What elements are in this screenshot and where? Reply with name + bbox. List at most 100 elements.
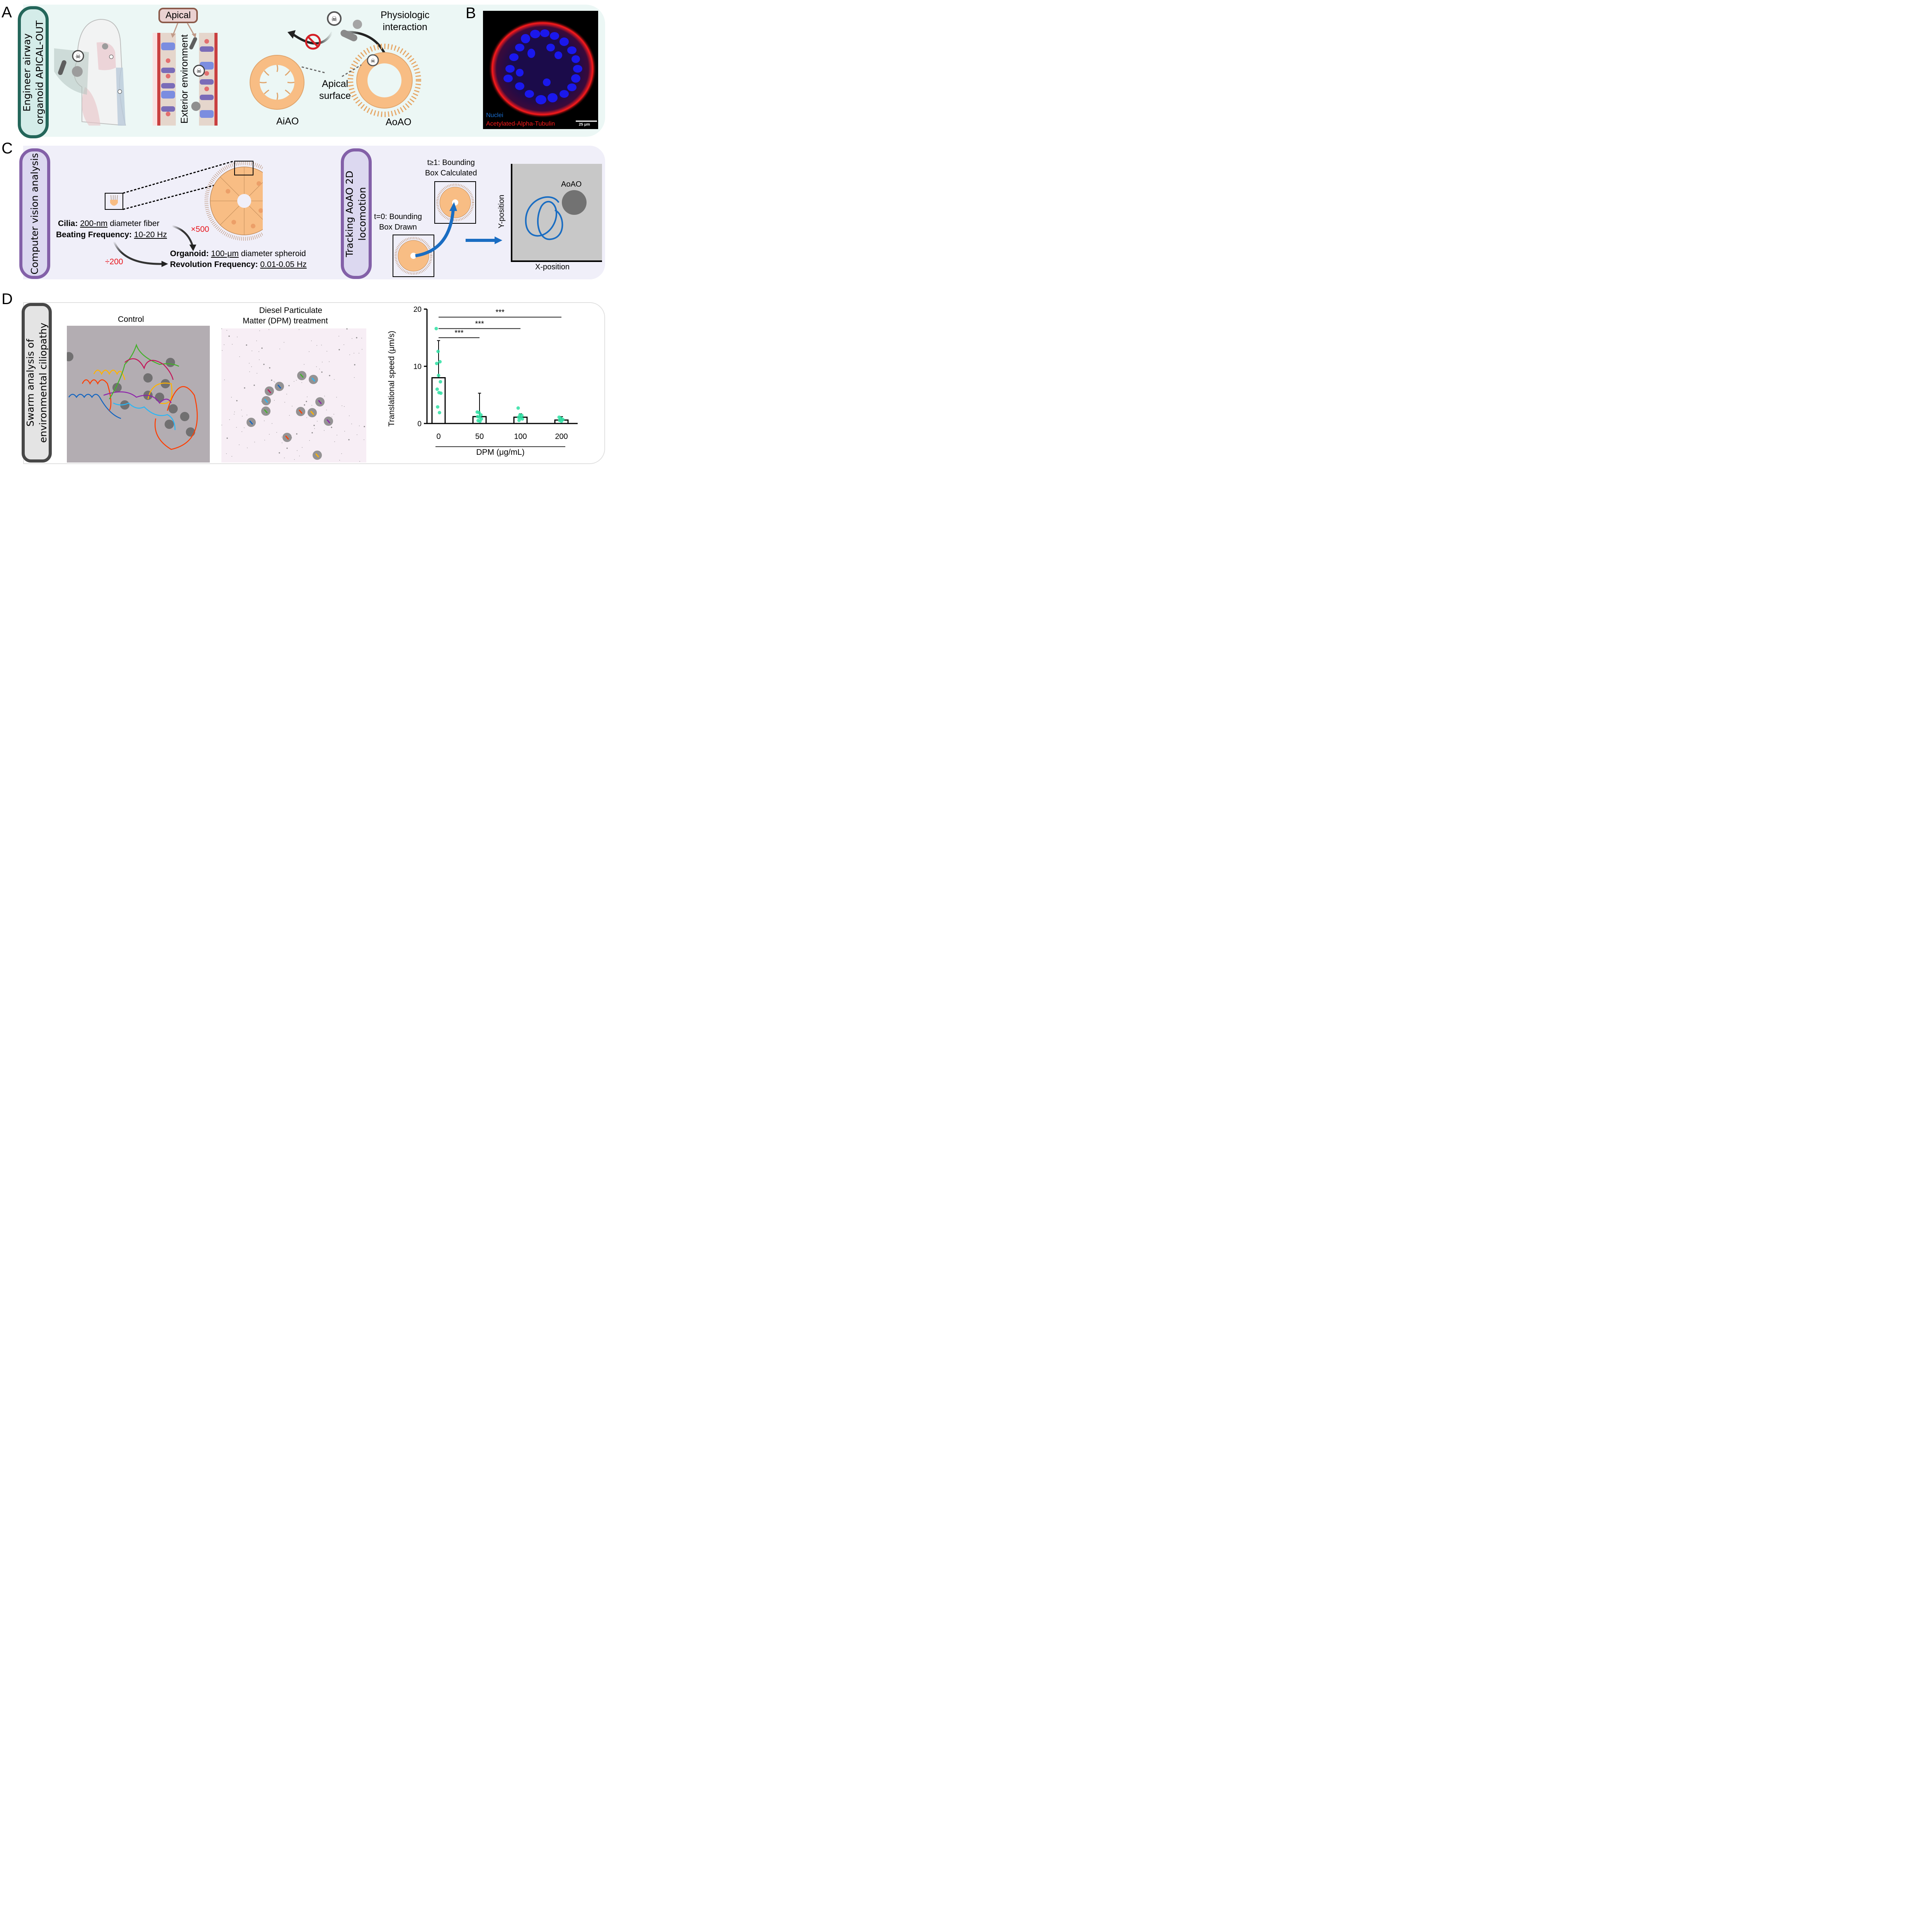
organoid-blob (180, 412, 189, 421)
cilia-bold: Cilia: (58, 219, 78, 228)
debris-dot (334, 379, 335, 380)
aoao-organoid: ☠ (348, 44, 421, 117)
debris-dot (231, 456, 232, 457)
debris-dot (306, 417, 307, 418)
debris-dot (232, 344, 233, 345)
debris-dot (249, 363, 250, 364)
control-trajectories (67, 344, 198, 450)
cilia-text: Cilia: 200-nm diameter fiber (58, 219, 160, 228)
dpm-track (267, 389, 271, 393)
debris-dot (338, 336, 339, 337)
organoid-blob (161, 379, 170, 388)
revolution-frequency-text: Revolution Frequency: 0.01-0.05 Hz (170, 260, 307, 269)
trajectory-4 (103, 391, 172, 404)
organoid-blob (168, 404, 178, 413)
data-point (435, 362, 439, 366)
data-point (516, 406, 520, 410)
debris-dot (306, 401, 307, 402)
t0-line1: t=0: Bounding (374, 213, 422, 221)
debris-dot (226, 437, 228, 439)
debris-dot (276, 432, 277, 433)
track-arrow (466, 236, 502, 244)
dpm-track (311, 378, 315, 382)
rev-bold: Revolution Frequency: (170, 260, 258, 269)
data-point (435, 387, 439, 391)
debris-dot (296, 433, 298, 435)
debris-dot (314, 428, 315, 429)
debris-dot (271, 379, 272, 381)
debris-dot (236, 427, 237, 428)
debris-dot (339, 460, 340, 461)
debris-dot (346, 328, 348, 330)
debris-dot (344, 431, 345, 432)
debris-dot (304, 404, 305, 406)
debris-dot (244, 427, 245, 428)
organoid-blob (186, 427, 195, 437)
beat-value: 10-20 Hz (134, 230, 167, 239)
data-point (439, 380, 442, 384)
dpm-track (277, 384, 281, 389)
debris-dot (226, 453, 227, 454)
trajectory-3 (93, 369, 173, 404)
debris-dot (274, 400, 275, 401)
debris-dot (354, 364, 355, 366)
debris-dot (307, 396, 308, 397)
data-point (436, 405, 440, 409)
confocal-organoid (488, 19, 597, 118)
debris-dot (279, 452, 280, 454)
x-tick-label: 100 (514, 432, 527, 441)
apical-arrows (171, 23, 196, 38)
scale-bar (576, 121, 597, 122)
tracking-trajectory (525, 190, 587, 240)
large-organoid (204, 161, 263, 241)
debris-dot (329, 361, 330, 362)
panel-letter-d: D (2, 291, 13, 308)
debris-dot (228, 335, 230, 337)
trajectory-5 (109, 344, 179, 400)
debris-dot (286, 447, 288, 449)
dpm-track (300, 374, 304, 378)
debris-dot (349, 415, 350, 416)
t1-line1: t≥1: Bounding (427, 158, 475, 167)
debris-dot (348, 439, 350, 440)
dpm-track (264, 399, 268, 403)
debris-dot (317, 421, 318, 422)
debris-dot (296, 380, 297, 381)
dpm-track (327, 419, 330, 423)
data-point (560, 419, 563, 423)
scale-arrows (113, 225, 196, 267)
physiologic-line1: Physiologic (381, 10, 430, 20)
debris-dot (284, 402, 285, 403)
t1-line2: Box Calculated (425, 169, 477, 177)
debris-dot (321, 371, 323, 373)
speed-bar-chart: Translational speed (μm/s) DPM (μg/mL) 0… (387, 306, 578, 457)
y-axis-label: Translational speed (μm/s) (387, 331, 396, 427)
organoid-blob (166, 358, 175, 367)
debris-dot (316, 366, 317, 367)
debris-dot (302, 447, 303, 448)
cilia-value: 200-nm (80, 219, 108, 228)
debris-dot (221, 328, 222, 329)
x-tick-label: 0 (436, 432, 440, 441)
debris-dot (344, 406, 345, 407)
dpm-title-line2: Matter (DPM) treatment (243, 316, 328, 326)
debris-dot (239, 356, 240, 357)
x-position-label: X-position (535, 263, 570, 271)
bar (431, 377, 446, 424)
dpm-track (249, 420, 253, 425)
data-point (517, 418, 521, 422)
organoid-bold: Organoid: (170, 249, 209, 258)
dpm-trajectories (221, 328, 365, 462)
control-title: Control (118, 315, 144, 324)
debris-dot (354, 377, 355, 378)
debris-dot (244, 387, 245, 389)
swarm-line1: Swarm analysis of (24, 338, 36, 427)
debris-dot (311, 432, 313, 434)
x-tick-label: 50 (475, 432, 484, 441)
organoid-text: Organoid: 100-μm diameter spheroid (170, 249, 306, 259)
debris-dot (247, 447, 248, 448)
organoid-value: 100-μm (211, 249, 239, 258)
